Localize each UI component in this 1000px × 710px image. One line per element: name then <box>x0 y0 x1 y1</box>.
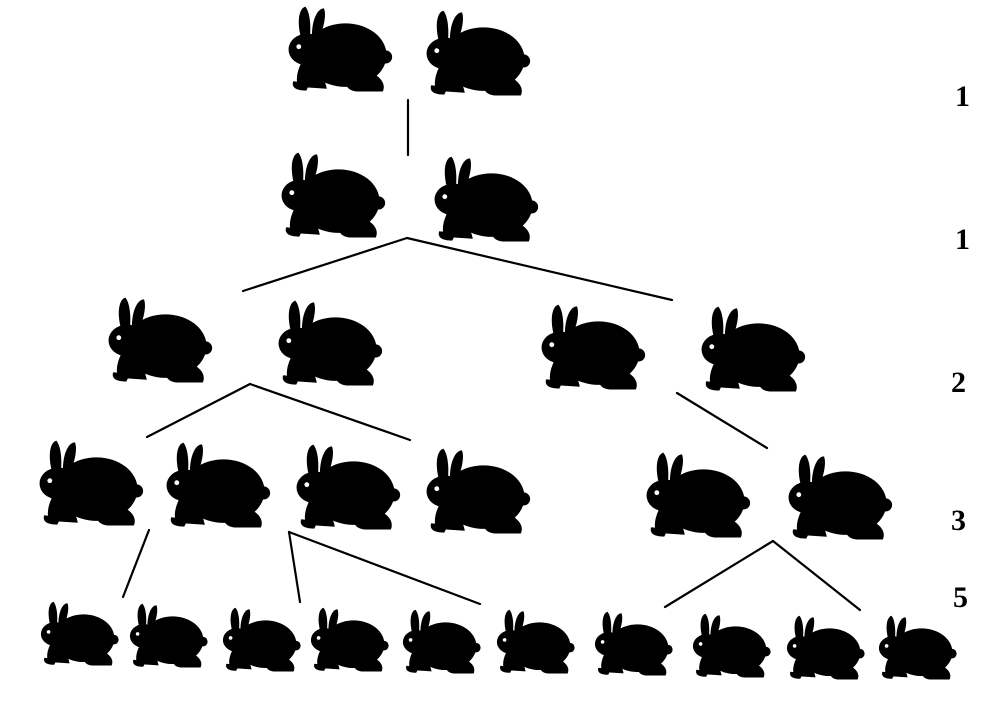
rabbit-icon <box>878 615 957 680</box>
rabbit-icon <box>434 156 539 242</box>
connector-line <box>675 391 769 450</box>
rabbit-icon <box>496 609 575 674</box>
rabbit-icon <box>786 615 865 680</box>
generation-4-rabbits <box>39 440 893 540</box>
rabbit-icon <box>296 444 401 530</box>
rabbit-icon <box>40 601 119 666</box>
rabbit-icon <box>402 609 481 674</box>
connector-line <box>771 539 862 612</box>
generation-2-count: 1 <box>955 223 970 256</box>
generation-2-rabbits <box>281 152 539 242</box>
generation-5-rabbits <box>40 601 957 680</box>
rabbit-icon <box>288 6 393 92</box>
generation-4-count: 3 <box>951 504 966 537</box>
rabbit-icon <box>222 607 301 672</box>
rabbit-icon <box>692 613 771 678</box>
rabbit-icon <box>166 442 271 528</box>
rabbit-icon <box>129 603 208 668</box>
generation-5-count: 5 <box>953 581 968 614</box>
rabbit-icon <box>281 152 386 238</box>
connector-line <box>145 382 252 439</box>
generation-1-rabbits <box>288 6 531 96</box>
generation-3-rabbits <box>108 297 806 392</box>
rabbit-icon <box>39 440 144 526</box>
connector-line <box>121 528 151 599</box>
rabbit-icon <box>646 452 751 538</box>
rabbit-icon <box>701 306 806 392</box>
rabbit-icon <box>310 607 389 672</box>
connector-line <box>241 236 409 293</box>
rabbit-icon <box>426 448 531 534</box>
connector-line <box>663 539 775 609</box>
connector-lines <box>121 98 862 612</box>
connector-line <box>248 382 412 442</box>
generation-1-count: 1 <box>955 80 970 113</box>
rabbit-icon <box>278 300 383 386</box>
generation-3-count: 2 <box>951 366 966 399</box>
rabbit-icon <box>594 611 673 676</box>
rabbit-icon <box>541 304 646 390</box>
rabbit-icon <box>108 297 213 383</box>
rabbit-icon <box>426 10 531 96</box>
connector-line <box>287 530 302 604</box>
connector-line <box>405 236 674 302</box>
rabbit-icon <box>788 454 893 540</box>
connector-line <box>287 530 482 606</box>
